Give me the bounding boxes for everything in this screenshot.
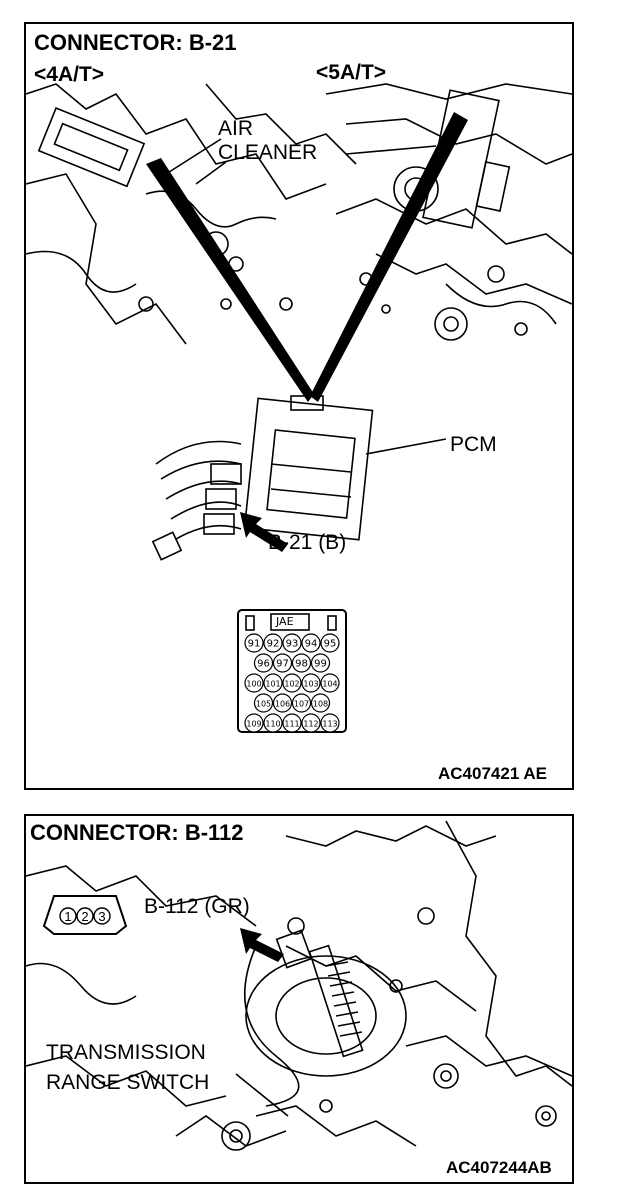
pin-label-113: 113 xyxy=(322,720,337,729)
pin-label-103: 103 xyxy=(303,680,318,689)
pin-label-97: 97 xyxy=(276,659,289,670)
air-cleaner-label-line2: CLEANER xyxy=(218,141,318,164)
figure-code: AC407421 AE xyxy=(438,764,547,783)
pin-103 xyxy=(301,673,321,693)
page-title: CONNECTOR: B-21 xyxy=(34,30,237,55)
air-cleaner-label-line1: AIR xyxy=(218,117,254,140)
pin-94 xyxy=(301,633,321,653)
pin-105 xyxy=(253,693,274,713)
pin-label-95: 95 xyxy=(324,639,337,650)
page-title-b112: CONNECTOR: B-112 xyxy=(30,820,244,845)
pin-label-102: 102 xyxy=(284,680,299,689)
b112-pin-label-2: 2 xyxy=(81,909,88,924)
connector-b21-panel: CONNECTOR: B-21 <4A/T> <5A/T> AIR CLEANE… xyxy=(24,22,574,790)
pin-107 xyxy=(291,693,312,713)
pin-label-110: 110 xyxy=(265,720,280,729)
pin-layout-diagram: 91 92 93 94 95 96 97 98 99 100 101 102 103 104 105 106 1… xyxy=(244,633,340,733)
pin-label-92: 92 xyxy=(267,639,280,650)
pin-label-96: 96 xyxy=(257,659,270,670)
pin-96 xyxy=(253,653,274,673)
pin-111 xyxy=(282,713,302,733)
pin-112 xyxy=(301,713,321,733)
pin-108 xyxy=(310,693,331,713)
pin-98 xyxy=(291,653,312,673)
b112-pin-3 xyxy=(93,907,111,925)
range-switch-label-line2: RANGE SWITCH xyxy=(46,1071,210,1094)
pin-label-112: 112 xyxy=(303,720,318,729)
pin-label-101: 101 xyxy=(265,680,280,689)
pin-label-91: 91 xyxy=(248,639,261,650)
pin-label-99: 99 xyxy=(314,659,327,670)
variant-4at-label: <4A/T> xyxy=(34,63,105,86)
pin-label-100: 100 xyxy=(246,680,261,689)
pin-95 xyxy=(320,633,340,653)
pin-104 xyxy=(320,673,340,693)
b112-pin-1 xyxy=(59,907,77,925)
pin-label-93: 93 xyxy=(286,639,299,650)
engine-bay-illustration xyxy=(26,83,572,733)
pin-101 xyxy=(263,673,283,693)
pin-109 xyxy=(244,713,264,733)
b112-pin-label-3: 3 xyxy=(98,909,105,924)
pin-92 xyxy=(263,633,283,653)
pin-label-108: 108 xyxy=(313,700,328,709)
b112-pin-label-1: 1 xyxy=(64,909,71,924)
pin-label-106: 106 xyxy=(275,700,290,709)
pin-label-98: 98 xyxy=(295,659,308,670)
pin-106 xyxy=(272,693,293,713)
connector-b21-label: B-21 (B) xyxy=(268,531,347,554)
connector-type-label: JAE xyxy=(276,615,294,628)
variant-5at-label: <5A/T> xyxy=(316,61,387,84)
pin-102 xyxy=(282,673,302,693)
pin-label-111: 111 xyxy=(284,720,299,729)
pin-97 xyxy=(272,653,293,673)
pin-91 xyxy=(244,633,264,653)
transmission-illustration xyxy=(26,820,572,1151)
pin-label-104: 104 xyxy=(322,680,337,689)
connector-b112-label: B-112 (GR) xyxy=(144,895,250,918)
pin-93 xyxy=(282,633,302,653)
pin-label-107: 107 xyxy=(294,700,309,709)
pin-label-105: 105 xyxy=(256,700,271,709)
b112-pin-2 xyxy=(76,907,94,925)
figure-code-b112: AC407244AB xyxy=(446,1158,552,1177)
pin-99 xyxy=(310,653,331,673)
pin-100 xyxy=(244,673,264,693)
pin-110 xyxy=(263,713,283,733)
pcm-label: PCM xyxy=(450,433,497,456)
pin-113 xyxy=(320,713,340,733)
pin-label-94: 94 xyxy=(305,639,318,650)
range-switch-label-line1: TRANSMISSION xyxy=(46,1041,206,1064)
pin-label-109: 109 xyxy=(246,720,261,729)
